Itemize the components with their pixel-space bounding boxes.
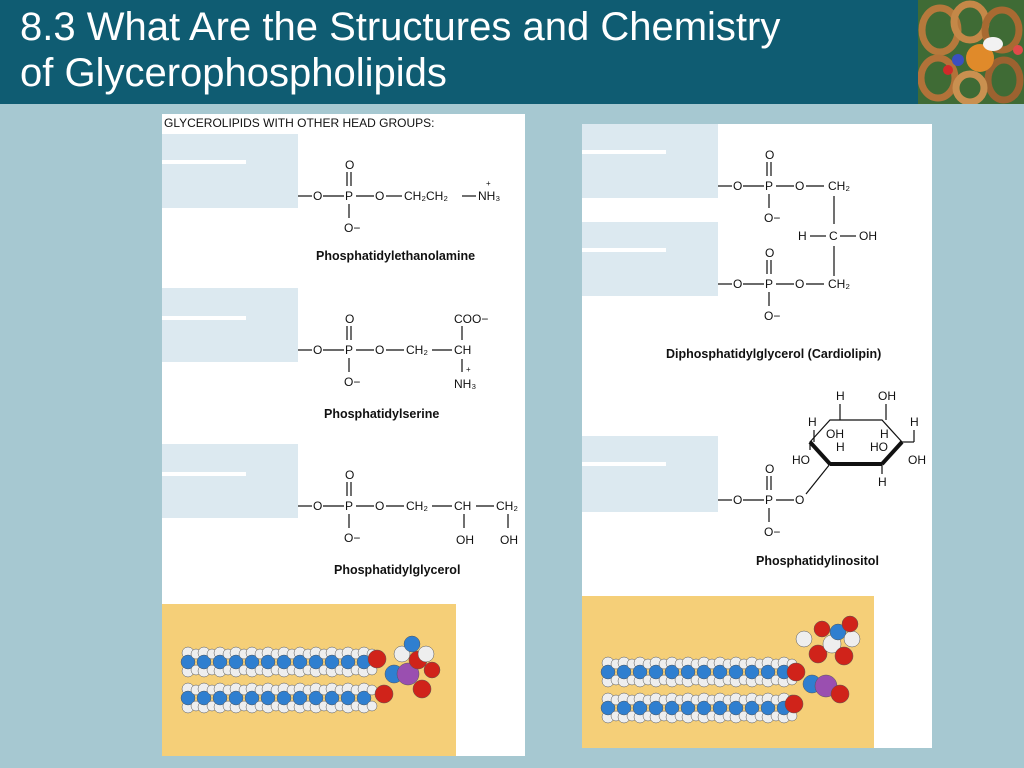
space-filling-model-phosphatidylinositol bbox=[582, 596, 874, 748]
svg-text:O: O bbox=[765, 462, 774, 476]
svg-text:O: O bbox=[765, 148, 774, 162]
structure-phosphatidylserine: O P O O− O CH₂ CH COO− + NH₃ bbox=[298, 312, 488, 391]
svg-text:CH₂CH₂: CH₂CH₂ bbox=[404, 189, 448, 203]
svg-text:CH₂: CH₂ bbox=[828, 179, 850, 193]
right-structures-panel: O P O O− O CH₂ H C OH O P O bbox=[582, 124, 932, 748]
structure-cardiolipin: O P O O− O CH₂ H C OH O P O bbox=[718, 148, 877, 323]
svg-text:O−: O− bbox=[344, 375, 360, 389]
svg-text:OH: OH bbox=[456, 533, 474, 547]
svg-text:+: + bbox=[466, 365, 471, 374]
svg-text:CH₂: CH₂ bbox=[828, 277, 850, 291]
fatty-acid-tail-block bbox=[162, 444, 298, 518]
svg-text:+: + bbox=[486, 179, 491, 188]
svg-text:O: O bbox=[733, 179, 742, 193]
svg-text:H: H bbox=[878, 475, 887, 489]
svg-text:O: O bbox=[313, 499, 322, 513]
svg-text:OH: OH bbox=[859, 229, 877, 243]
svg-text:CH₂: CH₂ bbox=[496, 499, 518, 513]
svg-text:O: O bbox=[345, 468, 354, 482]
svg-text:NH₃: NH₃ bbox=[478, 189, 500, 203]
compound-label: Phosphatidylinositol bbox=[756, 554, 879, 568]
svg-text:O−: O− bbox=[764, 309, 780, 323]
svg-text:O: O bbox=[795, 179, 804, 193]
svg-text:O−: O− bbox=[764, 211, 780, 225]
slide-title: 8.3 What Are the Structures and Chemistr… bbox=[20, 5, 781, 95]
compound-label: Phosphatidylethanolamine bbox=[316, 249, 475, 263]
svg-text:HO: HO bbox=[870, 440, 888, 454]
protein-logo-image bbox=[918, 0, 1024, 104]
svg-text:O: O bbox=[795, 493, 804, 507]
svg-text:NH₃: NH₃ bbox=[454, 377, 476, 391]
svg-text:H: H bbox=[798, 229, 807, 243]
svg-text:O−: O− bbox=[764, 525, 780, 539]
svg-text:COO−: COO− bbox=[454, 312, 488, 326]
svg-text:OH: OH bbox=[908, 453, 926, 467]
svg-text:OH: OH bbox=[500, 533, 518, 547]
fatty-acid-tail-block bbox=[582, 124, 718, 198]
svg-text:O: O bbox=[733, 277, 742, 291]
svg-text:O: O bbox=[375, 499, 384, 513]
svg-text:C: C bbox=[829, 229, 838, 243]
svg-text:O−: O− bbox=[344, 221, 360, 235]
svg-text:O: O bbox=[313, 343, 322, 357]
svg-text:P: P bbox=[345, 343, 353, 357]
svg-text:OH: OH bbox=[826, 427, 844, 441]
compound-label: Phosphatidylserine bbox=[324, 407, 439, 421]
svg-text:H: H bbox=[808, 415, 817, 429]
svg-text:O: O bbox=[345, 158, 354, 172]
svg-text:P: P bbox=[345, 499, 353, 513]
svg-text:H: H bbox=[836, 389, 845, 403]
left-structures-panel: GLYCEROLIPIDS WITH OTHER HEAD GROUPS: O … bbox=[162, 114, 525, 756]
svg-text:OH: OH bbox=[878, 389, 896, 403]
svg-text:CH₂: CH₂ bbox=[406, 499, 428, 513]
space-filling-model-phosphatidylglycerol bbox=[162, 604, 456, 756]
title-bar: 8.3 What Are the Structures and Chemistr… bbox=[0, 0, 918, 104]
fatty-acid-tail-block bbox=[162, 134, 298, 208]
svg-text:O: O bbox=[375, 343, 384, 357]
svg-text:P: P bbox=[765, 277, 773, 291]
svg-text:CH: CH bbox=[454, 343, 471, 357]
svg-text:P: P bbox=[765, 179, 773, 193]
svg-text:O: O bbox=[313, 189, 322, 203]
structure-phosphatidylinositol: H OH H H OH H H HO HO OH H O P O bbox=[718, 389, 926, 539]
svg-text:O: O bbox=[795, 277, 804, 291]
fatty-acid-tail-block bbox=[162, 288, 298, 362]
svg-text:O: O bbox=[345, 312, 354, 326]
fatty-acid-tail-block bbox=[582, 222, 718, 296]
svg-text:H: H bbox=[836, 440, 845, 454]
compound-label: Phosphatidylglycerol bbox=[334, 563, 460, 577]
compound-label: Diphosphatidylglycerol (Cardiolipin) bbox=[666, 347, 881, 361]
svg-text:H: H bbox=[880, 427, 889, 441]
figure-header: GLYCEROLIPIDS WITH OTHER HEAD GROUPS: bbox=[164, 116, 434, 130]
svg-text:P: P bbox=[765, 493, 773, 507]
svg-text:CH₂: CH₂ bbox=[406, 343, 428, 357]
structure-phosphatidylethanolamine: O P O O− O CH₂CH₂ NH₃ + bbox=[298, 158, 500, 235]
structure-phosphatidylglycerol: O P O O− O CH₂ CH CH₂ OH OH bbox=[298, 468, 518, 547]
svg-text:O: O bbox=[375, 189, 384, 203]
svg-text:CH: CH bbox=[454, 499, 471, 513]
svg-text:H: H bbox=[910, 415, 919, 429]
svg-text:P: P bbox=[345, 189, 353, 203]
fatty-acid-tail-block bbox=[582, 436, 718, 512]
svg-text:HO: HO bbox=[792, 453, 810, 467]
svg-text:O: O bbox=[733, 493, 742, 507]
svg-text:O−: O− bbox=[344, 531, 360, 545]
svg-text:O: O bbox=[765, 246, 774, 260]
